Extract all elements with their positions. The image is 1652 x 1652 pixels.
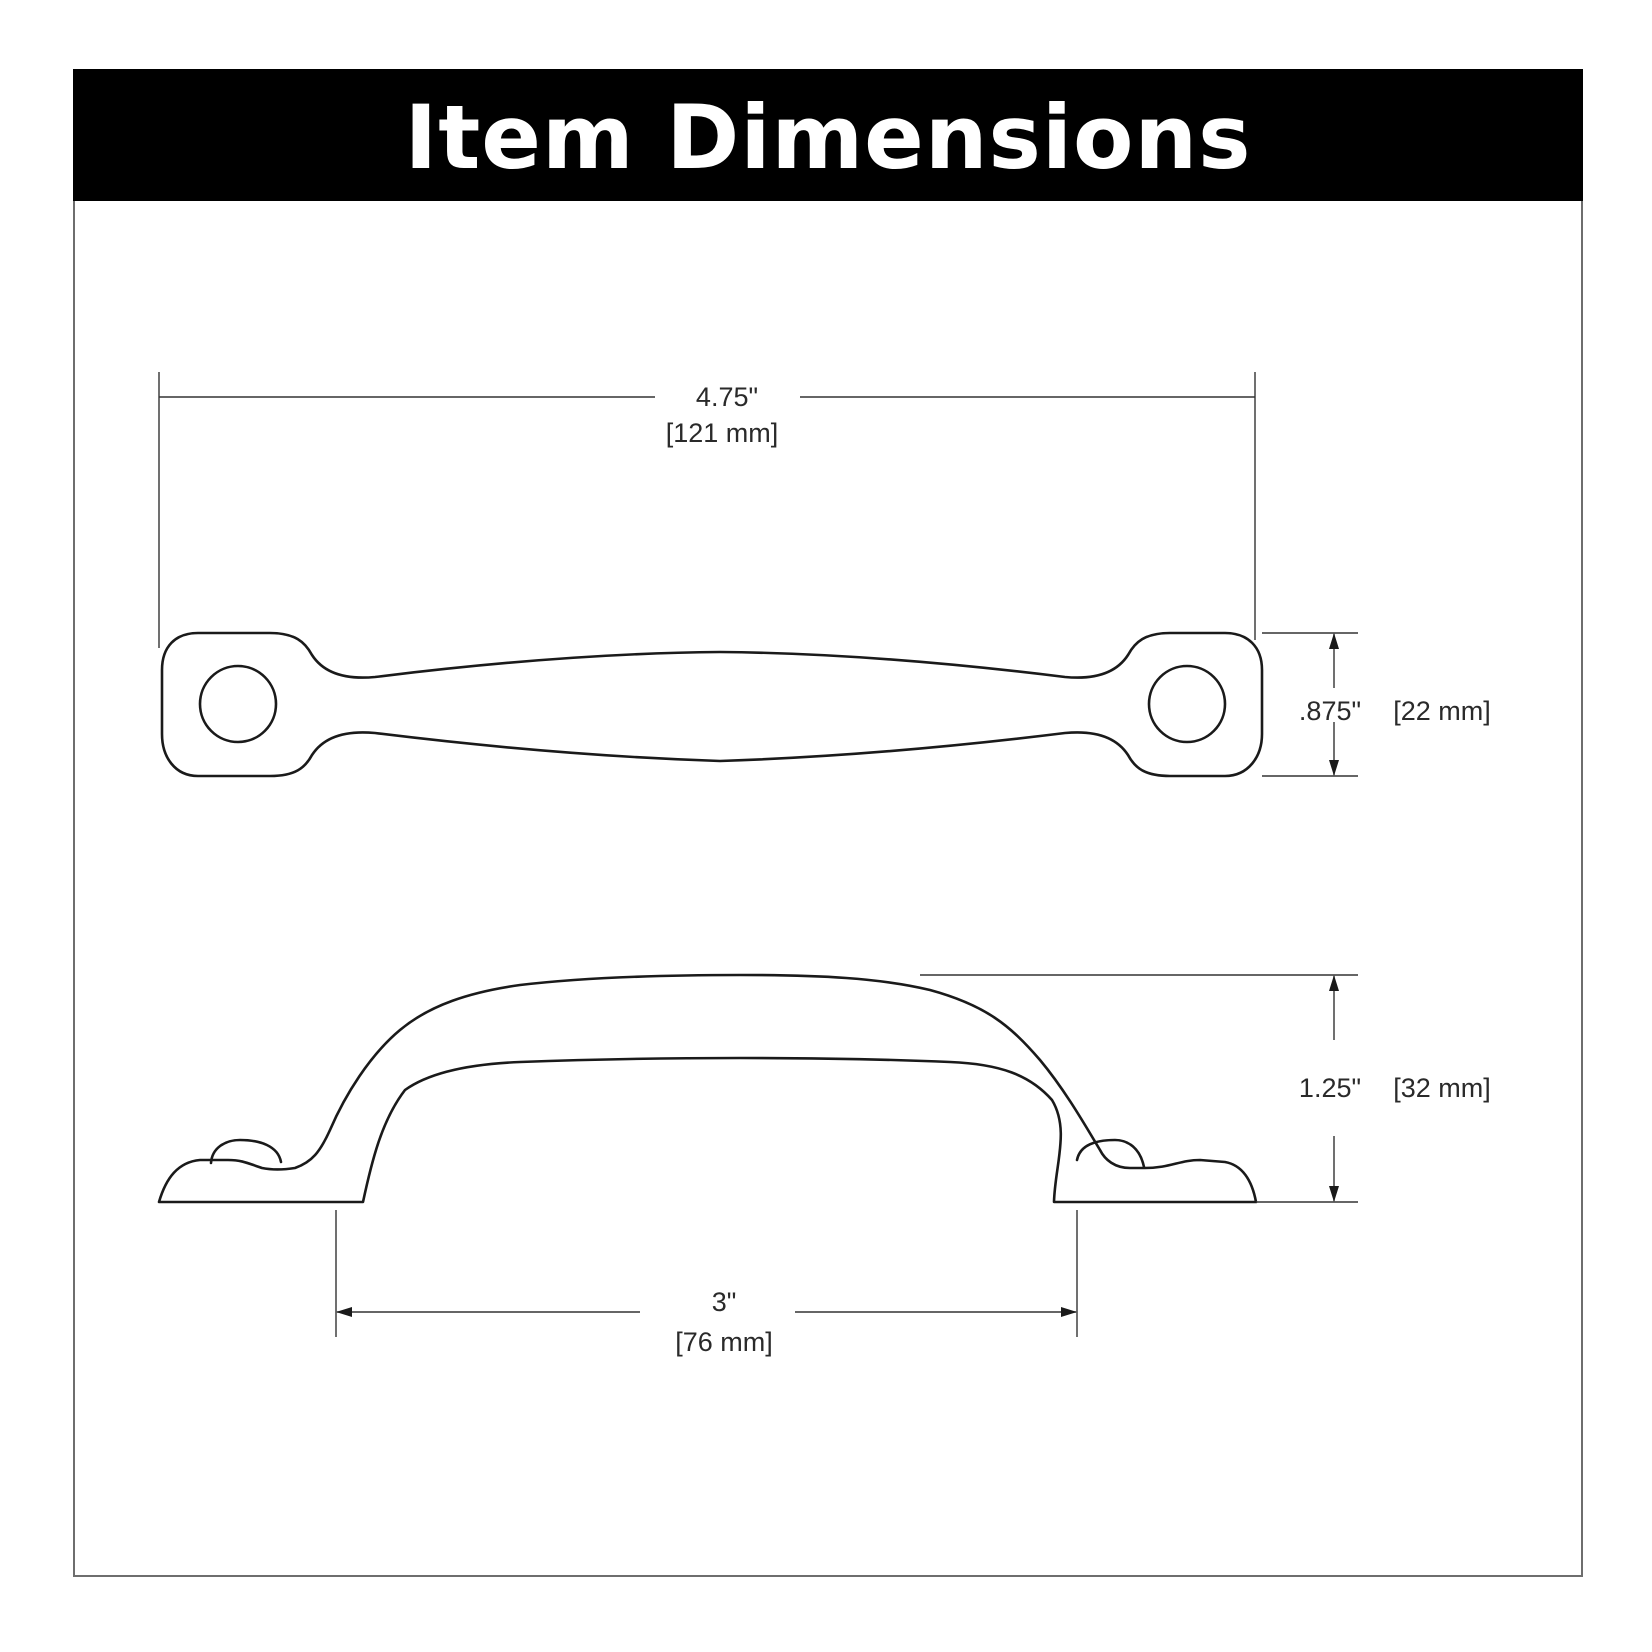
right-mounting-boss <box>1075 1138 1146 1169</box>
drawing-frame <box>73 69 1583 1577</box>
page-title: Item Dimensions <box>404 86 1252 189</box>
overall-length-metric: [121 mm] <box>666 418 779 448</box>
projection-metric: [32 mm] <box>1393 1073 1491 1103</box>
overall-length-imperial: 4.75" <box>696 382 758 412</box>
center-to-center-dimension: 3" [76 mm] <box>335 1210 1078 1357</box>
left-mounting-boss <box>209 1138 283 1165</box>
width-metric: [22 mm] <box>1393 696 1491 726</box>
projection-imperial: 1.25" <box>1299 1073 1361 1103</box>
header-bar: Item Dimensions <box>73 69 1583 201</box>
overall-length-dimension: 4.75" [121 mm] <box>158 372 1256 648</box>
handle-top-outline <box>160 631 1264 778</box>
width-dimension: .875" [22 mm] <box>1262 632 1491 777</box>
right-mount-hole <box>1147 664 1227 744</box>
handle-side-outline <box>157 973 1258 1204</box>
left-mount-hole <box>198 664 278 744</box>
width-imperial: .875" <box>1299 696 1361 726</box>
side-view <box>157 973 1258 1204</box>
top-view <box>160 631 1264 778</box>
c2c-imperial: 3" <box>712 1287 737 1317</box>
projection-dimension: 1.25" [32 mm] <box>920 974 1491 1203</box>
c2c-metric: [76 mm] <box>675 1327 773 1357</box>
